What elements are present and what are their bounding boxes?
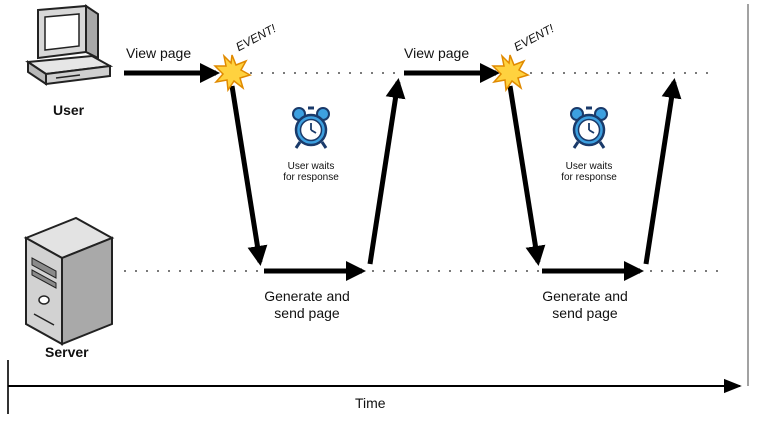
alarm-clock-icon-1 <box>292 106 330 149</box>
wait-label-2: User waits for response <box>556 161 622 183</box>
alarm-clock-icon-2 <box>570 106 608 149</box>
request-arrow-2 <box>507 85 546 266</box>
response-arrow-1 <box>367 78 406 265</box>
wait-label-1: User waits for response <box>278 161 344 183</box>
wait-label-1-line2: for response <box>283 172 339 183</box>
wait-label-1-line1: User waits <box>287 161 335 172</box>
view-page-label-2: View page <box>404 45 470 61</box>
generate-label-2-line1: Generate and <box>542 288 628 304</box>
time-axis-label: Time <box>355 395 386 411</box>
wait-label-2-line1: User waits <box>565 161 613 172</box>
event-burst-icon-2 <box>491 53 530 93</box>
server-tower-icon <box>23 216 115 346</box>
wait-label-2-line2: for response <box>561 172 617 183</box>
view-page-label-1: View page <box>126 45 192 61</box>
generate-label-2: Generate and send page <box>533 288 637 322</box>
generate-label-2-line2: send page <box>552 305 618 321</box>
generate-label-1-line1: Generate and <box>264 288 350 304</box>
server-label: Server <box>45 344 89 360</box>
response-arrow-2 <box>643 78 682 265</box>
event-burst-icon-1 <box>213 53 252 93</box>
generate-label-1: Generate and send page <box>255 288 359 322</box>
user-label: User <box>53 102 85 118</box>
desktop-computer-icon <box>25 4 114 86</box>
request-arrow-1 <box>229 85 268 266</box>
generate-label-1-line2: send page <box>274 305 340 321</box>
